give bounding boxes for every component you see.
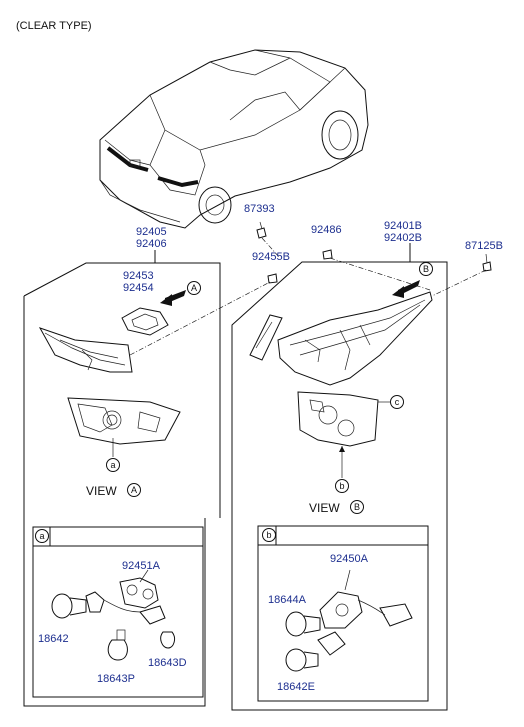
part-label-92405: 92405 xyxy=(136,226,167,238)
part-label-92406: 92406 xyxy=(136,238,167,250)
part-label-92450a: 92450A xyxy=(330,553,368,565)
part-label-87393: 87393 xyxy=(244,203,275,215)
part-label-92454: 92454 xyxy=(123,282,154,294)
diagram-title: (CLEAR TYPE) xyxy=(16,20,92,32)
callout-a-box: a xyxy=(35,529,49,543)
part-label-18643p: 18643P xyxy=(97,673,135,685)
view-b-circle: B xyxy=(350,500,364,514)
view-a-circle: A xyxy=(127,483,141,497)
part-label-18642: 18642 xyxy=(38,633,69,645)
car-illustration xyxy=(99,49,369,229)
part-label-92455b: 92455B xyxy=(252,251,290,263)
callout-A-arrow: A xyxy=(187,281,201,295)
part-label-18643d: 18643D xyxy=(148,657,187,669)
part-label-92486: 92486 xyxy=(311,224,342,236)
callout-B-arrow: B xyxy=(419,262,433,276)
view-a-word: VIEW xyxy=(86,484,117,498)
callout-b-back: b xyxy=(335,479,349,493)
callout-a-back: a xyxy=(106,458,120,472)
part-label-87125b: 87125B xyxy=(465,240,503,252)
view-b-word: VIEW xyxy=(309,501,340,515)
callout-c-back: c xyxy=(390,395,404,409)
part-label-92401b: 92401B xyxy=(384,220,422,232)
part-label-92451a: 92451A xyxy=(122,560,160,572)
outer-lamp-panel xyxy=(231,237,487,711)
fasteners xyxy=(256,221,492,284)
part-label-92453: 92453 xyxy=(123,270,154,282)
callout-b-box: b xyxy=(262,528,276,542)
part-label-92402b: 92402B xyxy=(384,232,422,244)
inner-lamp-panel xyxy=(23,250,271,707)
part-label-18644a: 18644A xyxy=(268,594,306,606)
part-label-18642e: 18642E xyxy=(277,681,315,693)
